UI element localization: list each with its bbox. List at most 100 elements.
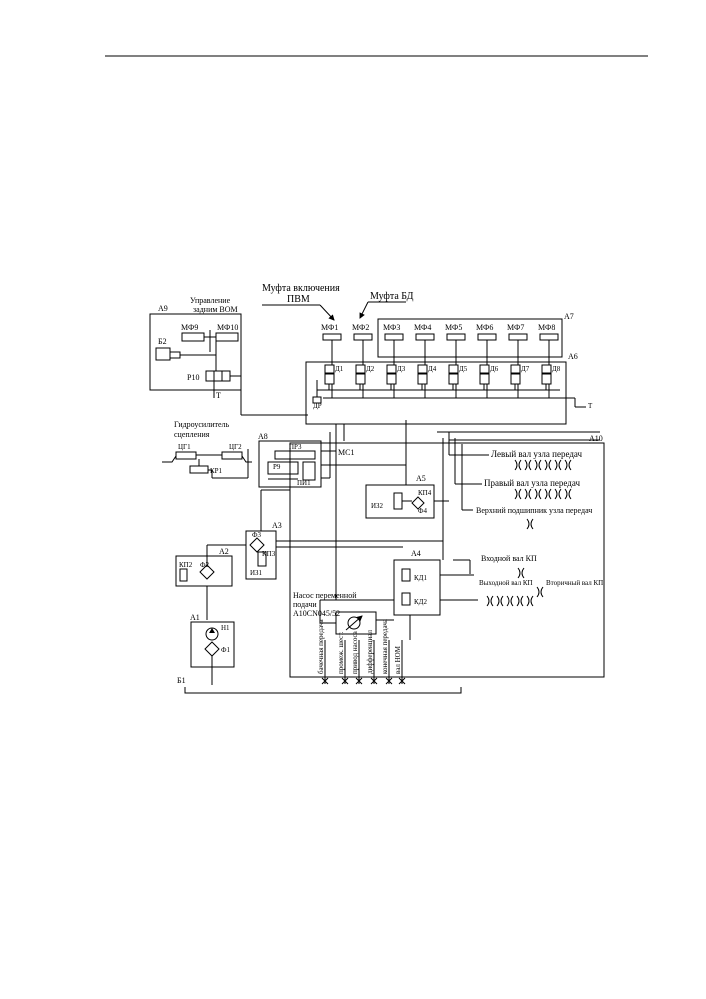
input-shaft-bearing [517,567,525,579]
block-a10: А10 Левый вал узла передач Правый вал уз… [289,431,605,678]
valve-mf-label: МФ3 [383,323,400,332]
svg-text:МФ9: МФ9 [181,323,198,332]
svg-text:А8: А8 [258,432,268,441]
svg-text:КД2: КД2 [414,598,427,606]
valve-mf-label: МФ4 [414,323,431,332]
secondary-shaft-bearing [536,586,544,598]
svg-text:ЦГ2: ЦГ2 [229,443,242,451]
block-a3: А3 Ф3 КП3 ИЗ1 [245,489,443,580]
valve-d-label: Д8 [552,365,561,373]
left-shaft-bearings [514,459,572,471]
svg-text:КП3: КП3 [262,550,276,558]
valve-mf-label: МФ2 [352,323,369,332]
svg-text:ИЗ1: ИЗ1 [250,569,263,577]
svg-text:А6: А6 [568,352,578,361]
svg-text:Б2: Б2 [158,337,167,346]
right-shaft-bearings [514,488,572,500]
valve-d-label: Д6 [490,365,499,373]
block-a6: А6 ДР Т [305,352,593,425]
leader-bd-2 [359,301,369,319]
svg-text:A10CN045/52: A10CN045/52 [293,609,340,618]
lube-label: привод насоса [351,630,359,674]
svg-text:Т: Т [588,402,593,410]
svg-text:А1: А1 [190,613,200,622]
svg-text:Выходной вал КП: Выходной вал КП [479,579,533,587]
svg-text:ПР3: ПР3 [289,443,302,451]
title-pvm-clutch: Муфта включения [262,283,340,294]
clutch-booster: Гидроусилитель сцепления ЦГ1 ЦГ2 КР1 [162,420,252,479]
svg-text:Левый вал узла передач: Левый вал узла передач [491,449,583,459]
block-a7: А7 [377,312,574,358]
valve-mf-label: МФ5 [445,323,462,332]
block-a5: А5 КП4 ИЗ2 Ф4 [365,420,449,519]
block-a4: А4 КД1 КД2 [393,549,478,640]
svg-text:ПИ1: ПИ1 [297,479,311,487]
output-shaft-bearings [486,595,534,607]
svg-text:КД1: КД1 [414,574,427,582]
block-a8: А8 ПР3 Р9 ПИ1 МС1 [258,432,406,488]
svg-text:Ф3: Ф3 [252,531,262,539]
svg-text:Б1: Б1 [177,676,186,685]
svg-text:сцепления: сцепления [174,430,210,439]
block-a1: А1 Н1 Ф1 [190,613,235,685]
svg-text:ИЗ2: ИЗ2 [371,502,384,510]
svg-text:задним ВОМ: задним ВОМ [193,305,238,314]
svg-text:Т: Т [216,391,221,400]
valve-d-label: Д7 [521,365,530,373]
svg-text:Гидроусилитель: Гидроусилитель [174,420,230,429]
lube-label: дифференциал [366,630,374,674]
tank-b1: Б1 [177,676,462,694]
svg-text:МС1: МС1 [338,448,354,457]
variable-pump: Насос переменной подачи A10CN045/52 [293,591,394,635]
block-a9: А9 Управление задним ВОМ МФ9 МФ10 Б2 Р10… [149,296,308,416]
leader-pvm-2 [319,304,335,321]
svg-text:ЦГ1: ЦГ1 [178,443,191,451]
svg-text:Ф1: Ф1 [221,646,231,654]
svg-text:КП2: КП2 [179,561,193,569]
valve-mf-label: МФ8 [538,323,555,332]
valve-d-label: Д3 [397,365,406,373]
svg-text:Н1: Н1 [221,624,230,632]
title-pvm-clutch-2: ПВМ [287,294,310,305]
valve-mf-label: МФ6 [476,323,493,332]
valve-d-label: Д2 [366,365,375,373]
svg-text:Р9: Р9 [273,463,281,471]
lube-label: вал НОМ [394,645,402,674]
valve-d-label: Д5 [459,365,468,373]
svg-text:Правый вал узла передач: Правый вал узла передач [484,478,580,488]
lube-label: бачечная передача [317,619,325,674]
svg-text:А7: А7 [564,312,574,321]
lubrication-points: бачечная передача промеж. шест. привод нас… [317,618,406,685]
valve-mf-label: МФ1 [321,323,338,332]
valve-d-label: Д4 [428,365,437,373]
svg-text:А10: А10 [589,434,603,443]
valve-mf-label: МФ7 [507,323,524,332]
svg-text:КР1: КР1 [210,467,223,475]
svg-text:Управление: Управление [190,296,231,305]
lube-label: конечная передача [381,618,389,674]
svg-text:Вторичный вал КП: Вторичный вал КП [546,579,603,587]
top-bearing [526,518,534,530]
svg-text:Ф4: Ф4 [418,507,428,515]
svg-text:Насос переменной: Насос переменной [293,591,357,600]
valve-d-label: Д1 [335,365,344,373]
svg-text:ДР: ДР [313,402,322,410]
block-a2: А2 КП2 Ф2 [175,544,246,620]
svg-text:Ф2: Ф2 [200,561,210,569]
svg-text:А3: А3 [272,521,282,530]
title-bd-clutch: Муфта БД [370,291,414,302]
lube-label: промеж. шест. [337,631,345,674]
svg-text:А4: А4 [411,549,421,558]
svg-text:Верхний подшипник узла передач: Верхний подшипник узла передач [476,506,592,515]
svg-text:Входной вал КП: Входной вал КП [481,554,537,563]
